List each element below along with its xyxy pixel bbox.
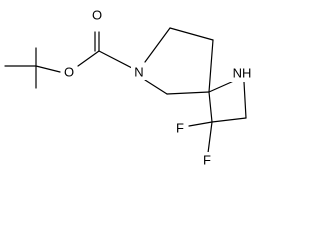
bond-ring-c-lower-to-n xyxy=(144,79,168,95)
bond-ring-spiro-to-c-lower xyxy=(166,91,210,95)
bond-ch2-to-cf2 xyxy=(211,117,247,123)
bond-cf2-to-spiro xyxy=(208,91,213,123)
bond-tbu-to-ester-o xyxy=(35,65,61,73)
bonds xyxy=(4,27,247,154)
bond-cf2-to-f1 xyxy=(188,121,213,127)
atom-ring-nitrogen: N xyxy=(134,65,143,80)
bond-ring-c-upper-to-spiro xyxy=(208,39,214,93)
bond-nh-to-ch2 xyxy=(243,81,247,119)
bond-ring-n-to-c-top xyxy=(144,27,171,63)
bond-cf2-to-f2 xyxy=(207,121,213,154)
atom-fluorine-2: F xyxy=(203,153,211,168)
atom-carbonyl-oxygen: O xyxy=(92,8,102,23)
bond-ring-c-top-to-c-upper xyxy=(169,27,214,41)
atom-fluorine-1: F xyxy=(176,121,184,136)
atom-ester-oxygen: O xyxy=(64,65,74,80)
atom-labels: O O N NH F F xyxy=(61,6,254,168)
bond-carbonyl-to-ring-n xyxy=(98,50,133,69)
chemical-structure: O O N NH F F xyxy=(4,6,254,168)
bond-ester-o-to-carbonyl xyxy=(77,50,100,67)
atom-azetidine-nh: NH xyxy=(233,66,252,81)
